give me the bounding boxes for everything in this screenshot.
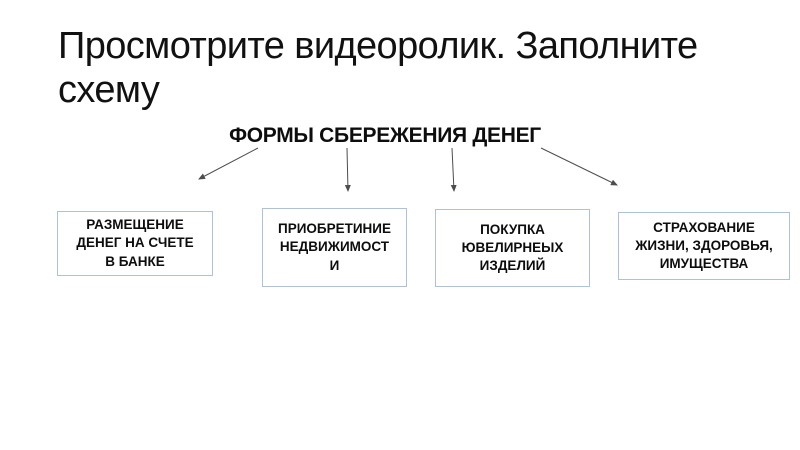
slide-title: Просмотрите видеоролик. Заполните схему (58, 25, 698, 112)
form-box-insurance: СТРАХОВАНИЕ ЖИЗНИ, ЗДОРОВЬЯ, ИМУЩЕСТВА (618, 212, 790, 280)
diagram-heading: ФОРМЫ СБЕРЕЖЕНИЯ ДЕНЕГ (229, 124, 541, 147)
arrow-connector-2 (344, 147, 351, 192)
arrow-connector-1 (198, 147, 259, 180)
arrow-connector-4 (540, 147, 618, 186)
form-box-real-estate: ПРИОБРЕТИНИЕ НЕДВИЖИМОСТ И (262, 208, 407, 287)
arrow-connector-3 (450, 147, 457, 192)
form-box-bank-deposit: РАЗМЕЩЕНИЕ ДЕНЕГ НА СЧЕТЕ В БАНКЕ (57, 211, 213, 276)
form-box-jewelry: ПОКУПКА ЮВЕЛИРНЕЫХ ИЗДЕЛИЙ (435, 209, 590, 287)
